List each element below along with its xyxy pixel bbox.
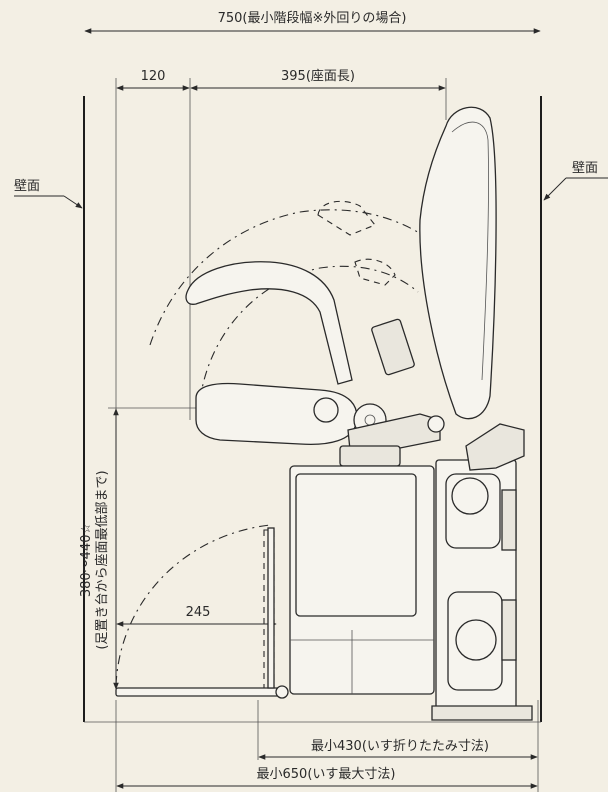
carriage-panel xyxy=(295,473,417,617)
backrest-inner xyxy=(451,121,489,381)
dim-max-label: 最小650(いす最大寸法) xyxy=(257,767,396,782)
wall-left-label: 壁面 xyxy=(14,179,40,194)
dim-footrest-label: 245 xyxy=(186,605,211,620)
wall-left-arrow xyxy=(63,195,83,209)
armrest-ghost xyxy=(317,200,376,236)
drive-roller-upper xyxy=(451,477,489,515)
armrest xyxy=(185,261,353,385)
seat-mount xyxy=(339,445,401,467)
footrest-swing-arc xyxy=(115,524,271,686)
rail-bracket-2 xyxy=(501,599,517,661)
footrest-hinge xyxy=(275,685,289,699)
backrest-swing-arc-inner xyxy=(199,265,419,401)
backrest-hinge xyxy=(427,415,445,433)
rail-bracket-1 xyxy=(501,489,517,551)
dim-seat-height-label: 380～440☆ xyxy=(79,523,94,597)
dim-folded-label: 最小430(いす折りたたみ寸法) xyxy=(311,739,489,754)
dim-seat-length-label: 395(座面長) xyxy=(281,69,355,84)
drive-roller-lower xyxy=(455,619,497,661)
dim-seat-height-note: (足置き台から座面最低部まで) xyxy=(95,470,110,649)
wall-right-arrow xyxy=(543,177,567,201)
armrest-control xyxy=(371,318,415,376)
footrest-plate xyxy=(115,687,281,697)
dim-stair-width-label: 750(最小階段幅※外回りの場合) xyxy=(218,11,407,26)
seat-knob xyxy=(313,397,339,423)
armrest-ghost-2 xyxy=(354,258,396,286)
backrest-swing-arc xyxy=(149,209,431,346)
backrest xyxy=(419,106,497,420)
rail-top-cap xyxy=(465,423,525,471)
wall-right-label: 壁面 xyxy=(572,161,598,176)
rail-base xyxy=(431,705,533,721)
footrest-folded xyxy=(267,527,275,689)
dim-armrest-label: 120 xyxy=(141,69,166,84)
